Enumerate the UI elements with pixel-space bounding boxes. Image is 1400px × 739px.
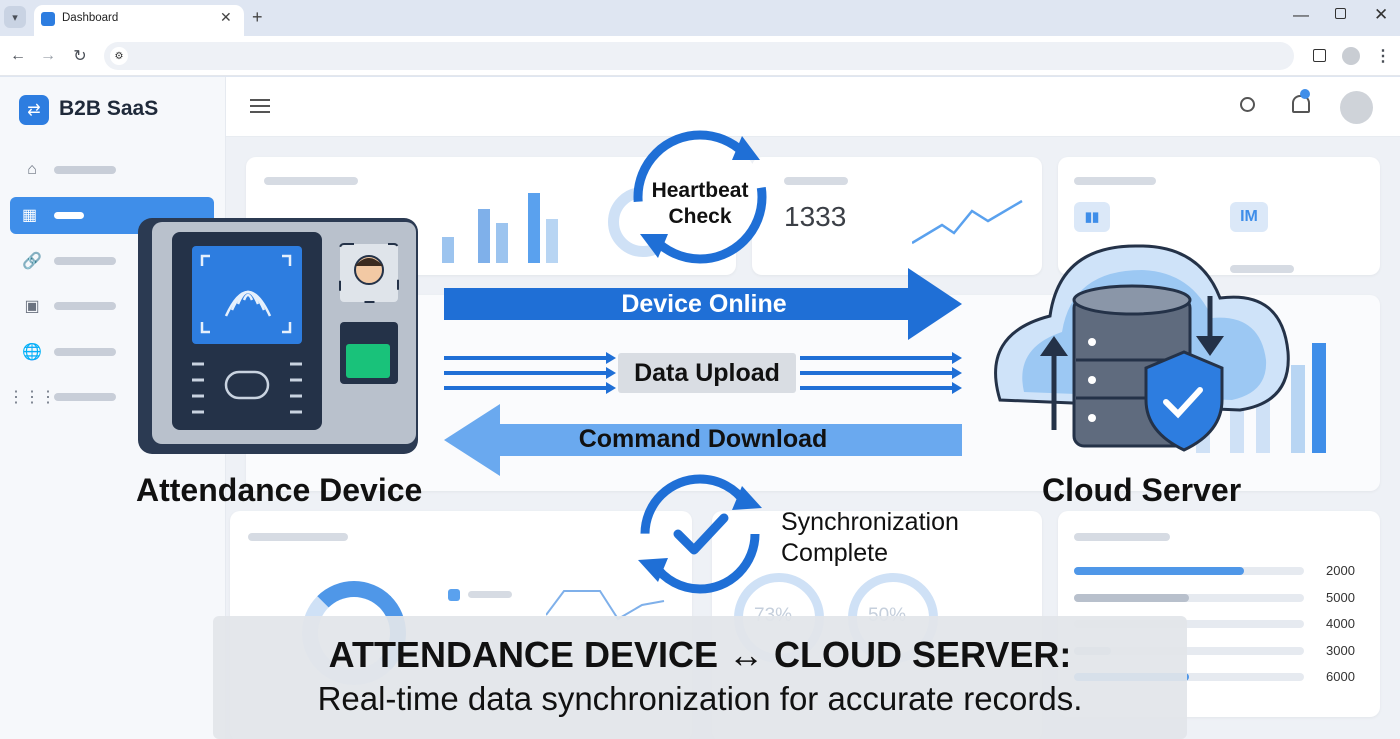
legend-placeholder [468,591,512,598]
bar [1312,343,1326,453]
hamburger-menu-icon[interactable] [250,99,270,113]
tab-dashboard[interactable]: Dashboard ✕ [34,5,244,36]
new-tab-button[interactable]: + [252,7,263,27]
kpi-value: 1333 [784,201,847,232]
bar [1256,401,1270,453]
minimize-icon[interactable]: — [1293,7,1309,24]
apps-grid-icon: ⋮⋮⋮ [8,389,56,406]
caption-banner: ATTENDANCE DEVICE ↔ CLOUD SERVER: Real-t… [213,616,1187,739]
home-icon: ⌂ [27,161,37,178]
forward-icon[interactable]: → [40,47,56,64]
sidebar-item-briefcase[interactable]: ▣ [18,289,218,323]
sidebar-item-placeholder [54,302,116,310]
sidebar-item-placeholder [54,212,84,219]
card-title-placeholder [1074,177,1156,185]
bar-list-fill [1074,593,1189,602]
attendance-device-icon [138,218,418,454]
card-title-placeholder [1074,533,1170,541]
bar-list-value: 6000 [1326,669,1355,684]
bar-list-value: 5000 [1326,589,1355,605]
legend-swatch [448,589,460,601]
bar [1291,365,1305,453]
cloud-server-label: Cloud Server [1042,472,1242,508]
reload-icon[interactable]: ↻ [73,48,87,65]
sidebar-item-placeholder [54,393,116,401]
sidebar-item-placeholder [54,257,116,265]
card-title-placeholder [264,177,358,185]
sync-complete-label: Synchronization Complete [781,507,959,569]
data-upload-arrows [444,352,962,394]
bar-list-track [1074,620,1304,628]
briefcase-icon: ▣ [24,298,40,315]
bar [442,237,454,263]
label-placeholder [1230,265,1294,273]
command-download-arrow [444,404,962,476]
bar-list-value: 2000 [1326,563,1355,578]
im-badge: IM [1230,202,1268,232]
device-online-label: Device Online [621,290,787,318]
line-chart [546,590,665,621]
brand-name: B2B SaaS [59,97,159,120]
bar-list-track [1074,593,1304,602]
user-avatar[interactable] [1340,91,1373,124]
restore-icon[interactable] [1335,8,1346,19]
grid-icon: ▦ [22,207,38,224]
heartbeat-cycle-icon [633,130,767,264]
heartbeat-line-2: Check [668,205,732,228]
heartbeat-line-1: Heartbeat [651,179,749,202]
bar [528,193,540,263]
sidebar-item-home[interactable]: ⌂ [18,153,218,187]
bar-list-value: 4000 [1326,616,1355,631]
brand-logo-icon: ⇄ [19,95,49,125]
back-icon[interactable]: ← [10,47,26,64]
address-bar[interactable]: ⚙ [104,42,1294,70]
bar [546,219,558,263]
device-online-arrow [444,268,962,340]
sync-complete-icon [638,474,762,594]
sidebar-item-placeholder [54,166,116,174]
sidebar-item-links[interactable]: 🔗 [18,244,218,278]
tab-close-icon[interactable]: ✕ [220,9,232,25]
sidebar-item-placeholder [54,348,116,356]
card-title-placeholder [784,177,848,185]
notification-badge [1300,89,1310,99]
sync-line-1: Synchronization [781,508,959,536]
bar-list-track [1074,567,1304,575]
caption-subtitle: Real-time data synchronization for accur… [317,680,1083,717]
bar [478,209,490,263]
sync-line-2: Complete [781,539,888,567]
caption-title: ATTENDANCE DEVICE ↔ CLOUD SERVER: [328,634,1072,675]
sidebar-item-apps[interactable]: ⋮⋮⋮ [8,380,218,414]
profile-avatar[interactable] [1342,47,1360,65]
side-panel-icon[interactable] [1313,49,1326,62]
kpi-card: 1333 [752,157,1042,275]
globe-icon: 🌐 [22,344,42,361]
app-topbar [226,77,1400,137]
bar [496,223,508,263]
tab-favicon-icon [41,12,55,26]
attendance-device-label: Attendance Device [136,472,423,508]
bar-list-fill [1074,567,1245,575]
link-icon: 🔗 [22,253,42,270]
sidebar-item-globe[interactable]: 🌐 [18,335,218,369]
data-upload-label-box [618,353,796,393]
command-download-label: Command Download [578,425,828,453]
bar-list-value: 3000 [1326,642,1355,658]
site-settings-icon[interactable]: ⚙ [110,47,128,65]
browser-menu-icon[interactable]: ⋮ [1375,48,1391,65]
analytics-icon: ▮▮ [1074,202,1110,232]
sparkline [912,199,1023,245]
browser-tab-strip: ▾ Dashboard ✕ + — ✕ [0,0,1400,36]
heartbeat-check-label: Heartbeat Check [640,178,760,230]
cloud-server-icon [994,244,1290,452]
data-upload-label: Data Upload [634,359,780,387]
tab-search-chevron-icon[interactable]: ▾ [4,6,26,28]
tab-title: Dashboard [62,12,119,24]
card-title-placeholder [248,533,348,541]
search-icon[interactable] [1240,97,1255,112]
window-close-icon[interactable]: ✕ [1374,5,1389,24]
